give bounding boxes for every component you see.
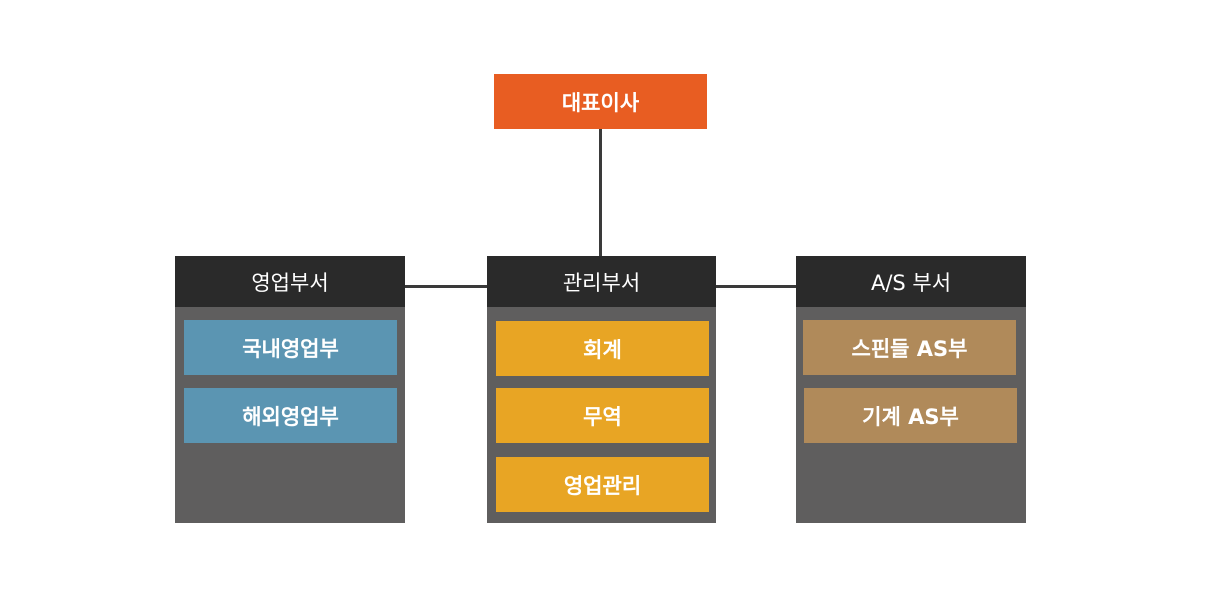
unit-accounting: 회계 [496, 321, 709, 376]
unit-machine-as: 기계 AS부 [804, 388, 1017, 443]
unit-trade: 무역 [496, 388, 709, 443]
unit-domestic-sales: 국내영업부 [184, 320, 397, 375]
dept-admin-title: 관리부서 [562, 270, 641, 295]
unit-label: 회계 [583, 337, 622, 362]
dept-sales-title: 영업부서 [251, 270, 329, 295]
ceo-box: 대표이사 [494, 74, 707, 129]
unit-label: 국내영업부 [242, 336, 339, 361]
dept-after-service: A/S 부서 스핀들 AS부 기계 AS부 [796, 256, 1026, 523]
dept-as-header: A/S 부서 [796, 256, 1026, 307]
unit-label: 기계 AS부 [862, 404, 959, 429]
unit-label: 영업관리 [563, 473, 642, 498]
dept-as-title: A/S 부서 [870, 270, 952, 295]
unit-label: 해외영업부 [242, 404, 339, 429]
ceo-label: 대표이사 [561, 90, 640, 115]
unit-label: 스핀들 AS부 [851, 336, 968, 361]
unit-sales-management: 영업관리 [496, 457, 709, 512]
connector-ceo-to-admin [599, 129, 602, 256]
unit-spindle-as: 스핀들 AS부 [803, 320, 1016, 375]
connector-admin-to-as [716, 285, 796, 288]
dept-admin-header: 관리부서 [487, 256, 716, 307]
unit-overseas-sales: 해외영업부 [184, 388, 397, 443]
connector-sales-to-admin [405, 285, 487, 288]
dept-sales-header: 영업부서 [175, 256, 405, 307]
dept-sales: 영업부서 국내영업부 해외영업부 [175, 256, 405, 523]
unit-label: 무역 [583, 404, 622, 429]
dept-admin: 관리부서 회계 무역 영업관리 [487, 256, 716, 523]
